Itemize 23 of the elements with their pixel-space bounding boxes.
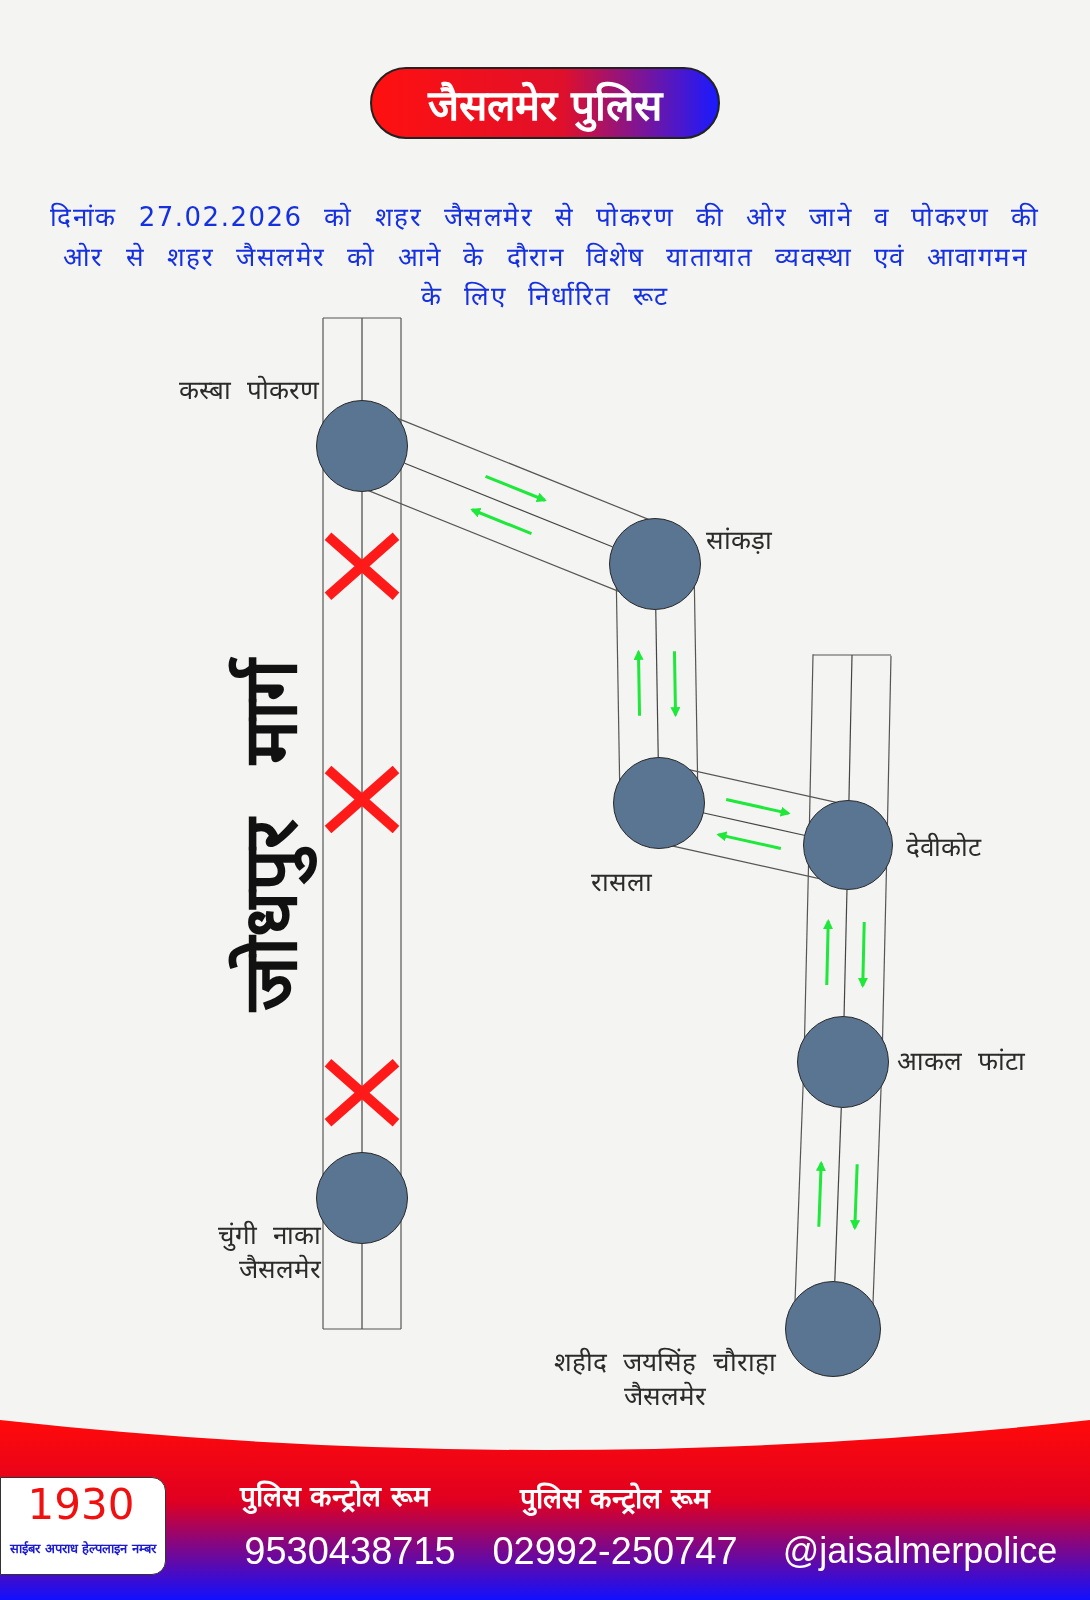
place-label: सांकड़ा	[706, 524, 773, 557]
phone-number: 9530438715	[243, 1530, 457, 1573]
place-label: कस्बा पोकरण	[177, 374, 319, 407]
footer-heading: पुलिस कन्ट्रोल रूम	[238, 1479, 432, 1514]
road-centerline	[843, 889, 848, 1017]
footer-heading: पुलिस कन्ट्रोल रूम	[518, 1481, 712, 1516]
road-name: जोधपुर मार्ग	[225, 655, 315, 1015]
place-label: रासला	[589, 866, 653, 899]
road-centerline	[703, 812, 805, 836]
title-banner: जैसलमेर पुलिस	[370, 67, 720, 139]
social-handle: @jaisalmerpolice	[781, 1530, 1059, 1572]
place-label: चुंगी नाका जैसलमेर	[216, 1219, 321, 1286]
heading-text: दिनांक 27.02.2026 को शहर जैसलमेर से पोकरण की ओर जाने व पोकरण की ओर से शहर जैसलमेर को आने के दौरान विशेष यातायात व्यवस्था एवं आवागमन के लिए निर्धारित रूट	[49, 201, 1041, 313]
helpline-caption: साईबर अपराध हेल्पलाइन नम्बर	[8, 1540, 158, 1558]
road-centerline	[404, 462, 613, 548]
road-centerline	[834, 1107, 842, 1282]
place-label: शहीद जयसिंह चौराहा जैसलमेर	[553, 1346, 777, 1413]
road-centerline	[655, 609, 659, 758]
helpline-number: 1930	[26, 1480, 136, 1530]
phone-number: 02992-250747	[491, 1530, 739, 1573]
road-centerline	[361, 491, 363, 1153]
place-label: देवीकोट	[906, 831, 983, 864]
place-label: आकल फांटा	[897, 1045, 1027, 1078]
